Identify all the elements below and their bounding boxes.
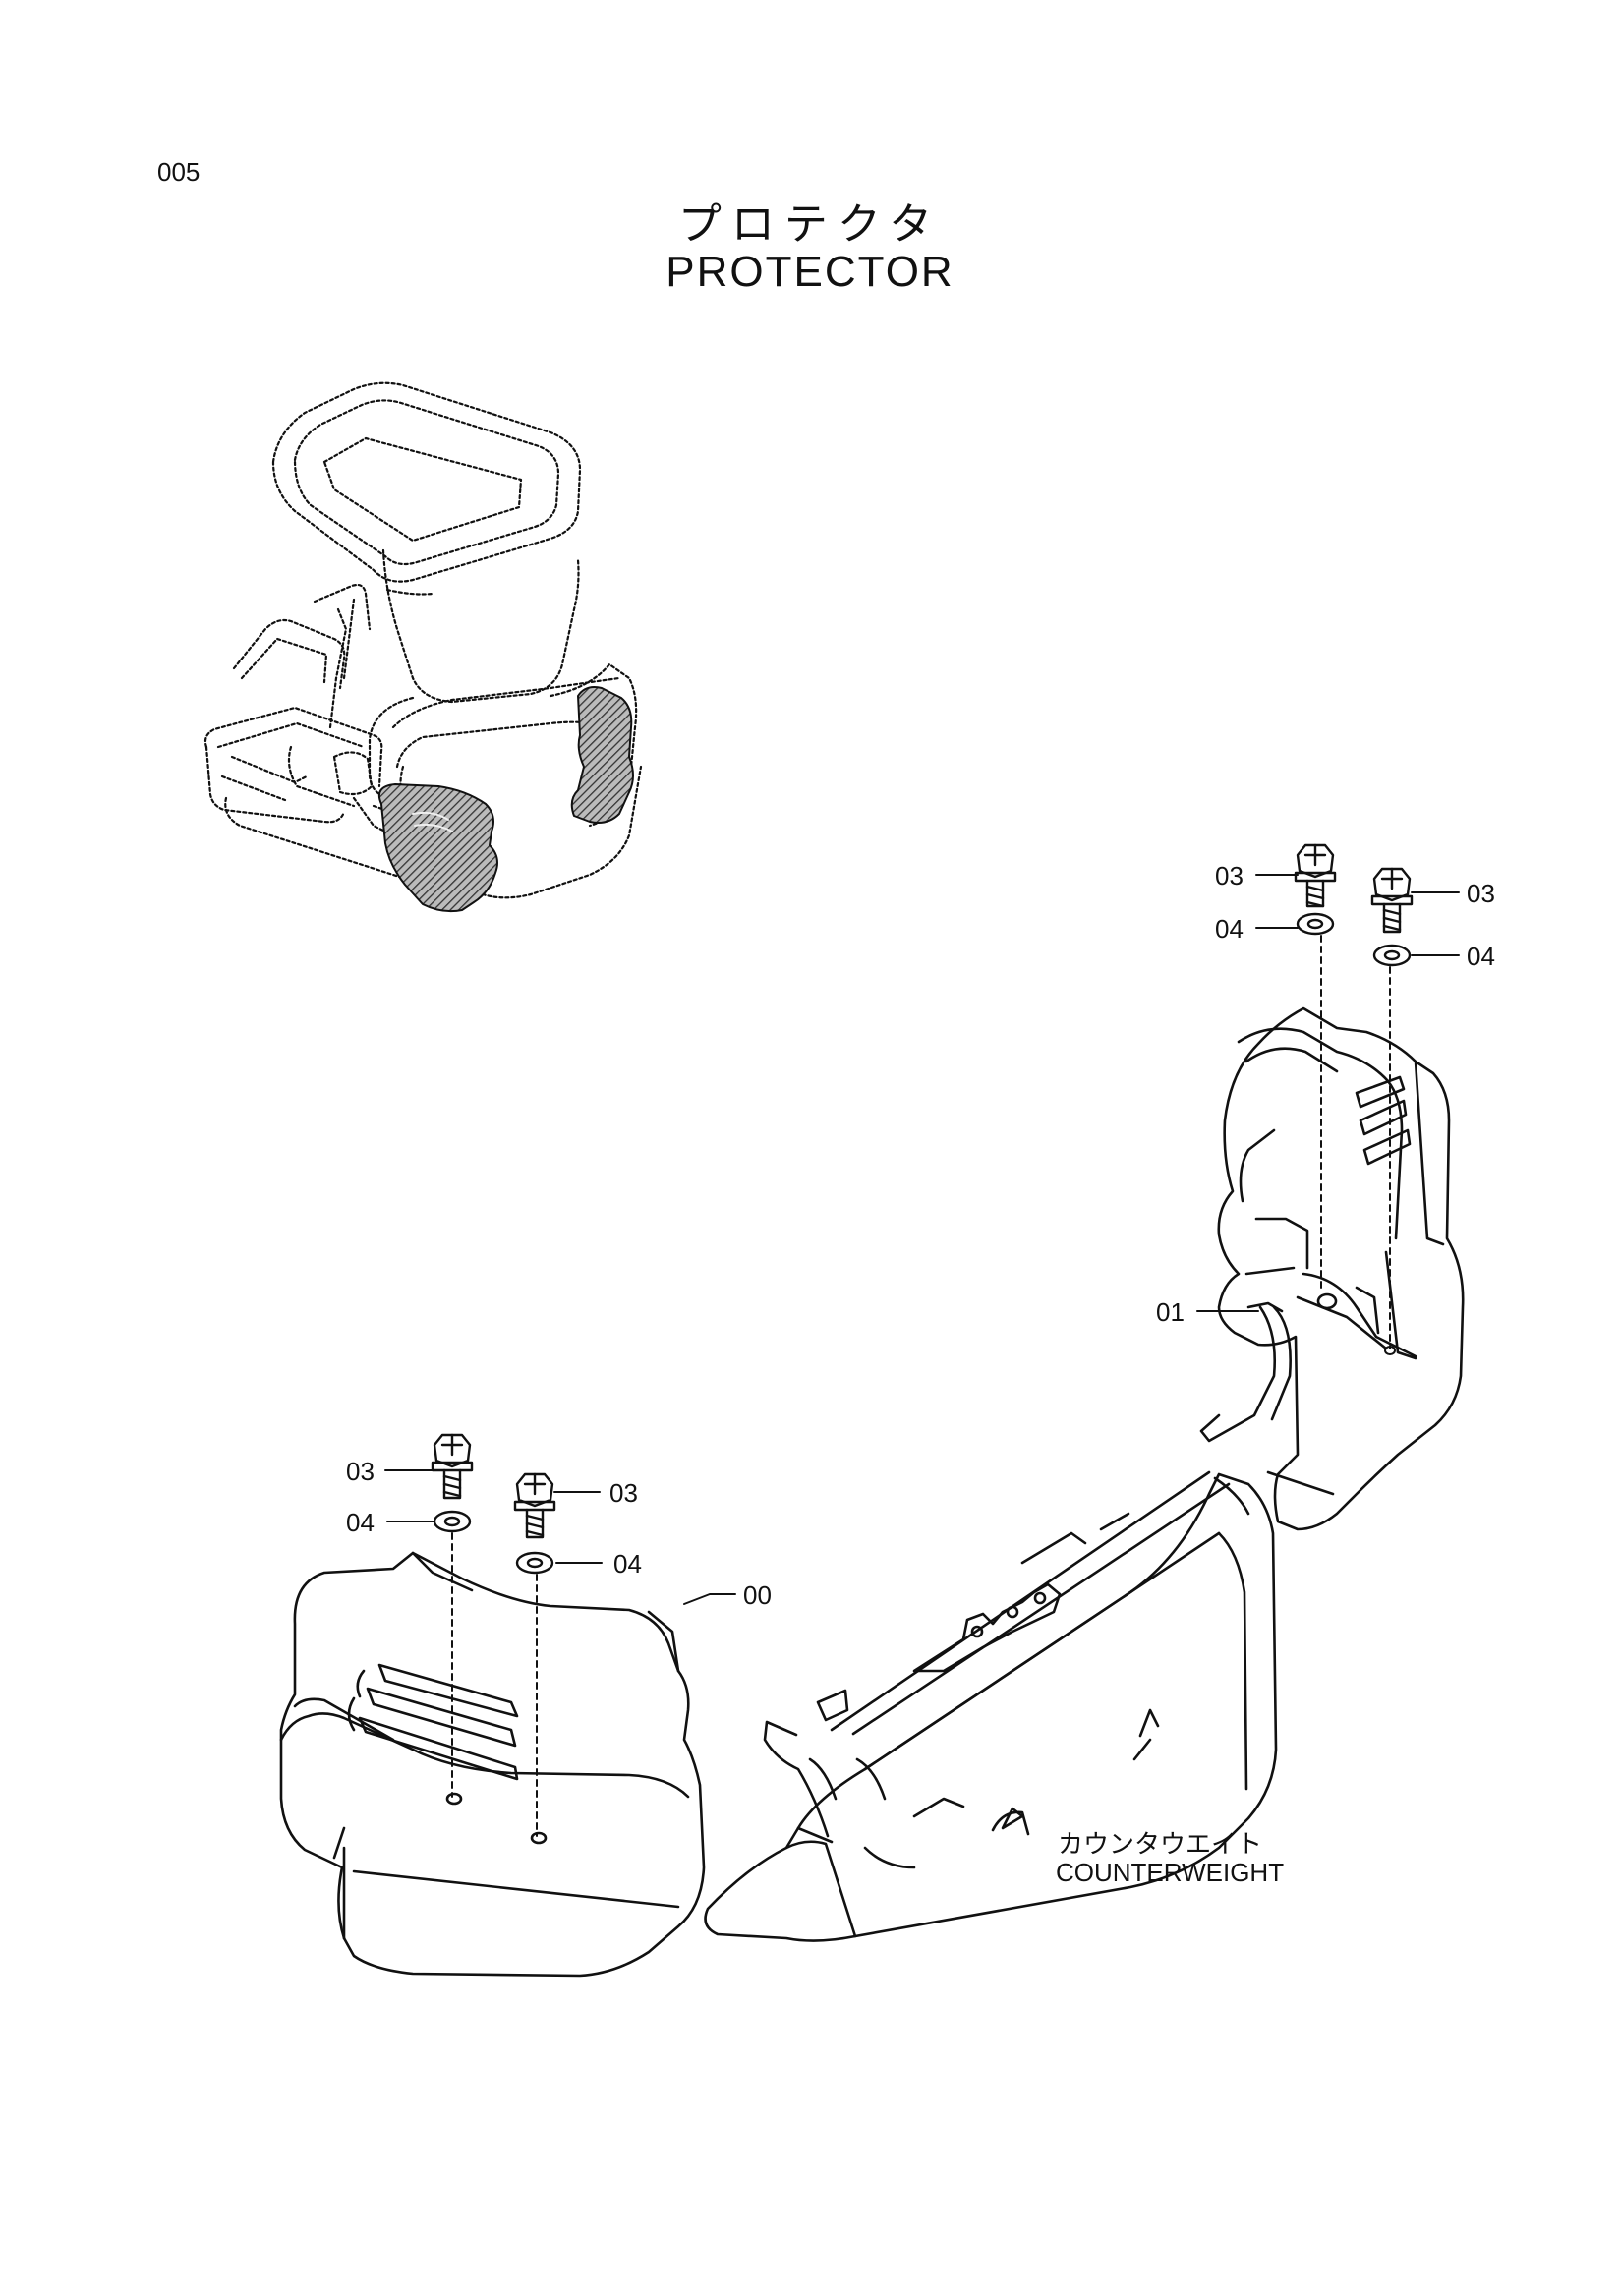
callout-01-protector-right: 01 [1156, 1297, 1185, 1327]
protector-highlight-right [570, 686, 634, 824]
callout-04-washer-a: 04 [1215, 914, 1244, 944]
bolt-washer-set-top-right [1294, 843, 1414, 967]
callout-04-washer-d: 04 [613, 1549, 642, 1578]
callout-04-washer-b: 04 [1467, 942, 1495, 971]
title-japanese: プロテクタ [677, 201, 943, 249]
callout-04-washer-c: 04 [346, 1508, 375, 1537]
protector-highlight-left [377, 783, 498, 913]
counterweight-label-japanese: カウンタウエイト [1058, 1829, 1263, 1859]
callout-03-bolt-a: 03 [1215, 861, 1244, 890]
bolt-washer-set-left [431, 1433, 556, 1575]
callout-00-protector-left: 00 [743, 1580, 772, 1610]
counterweight-label-english: COUNTERWEIGHT [1056, 1858, 1285, 1887]
callout-03-bolt-c: 03 [346, 1457, 375, 1486]
callout-03-bolt-b: 03 [1467, 879, 1495, 908]
assembly-lines [451, 935, 1391, 1837]
callout-03-bolt-d: 03 [609, 1478, 638, 1508]
protector-right-illustration [1199, 1006, 1465, 1531]
page-number: 005 [157, 157, 201, 187]
title-english: PROTECTOR [665, 248, 955, 296]
protector-left-illustration [279, 1551, 706, 1978]
leader-lines [384, 874, 1460, 1605]
counterweight-illustration [704, 1470, 1278, 1942]
